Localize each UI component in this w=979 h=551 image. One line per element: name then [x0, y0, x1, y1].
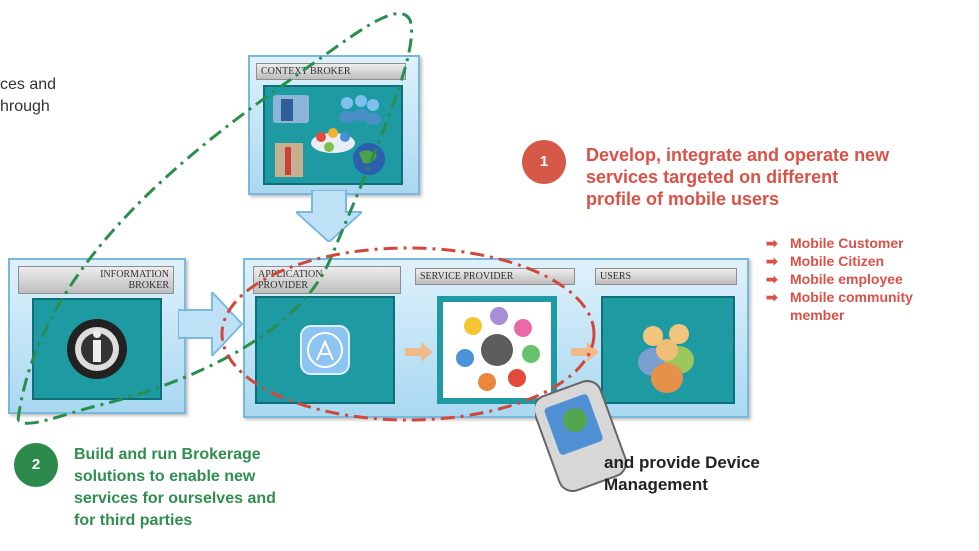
pda-device-icon: [535, 380, 628, 492]
device-line-1: and provide Device: [604, 453, 760, 472]
users-label: USERS: [595, 268, 737, 285]
callout-1-text: Develop, integrate and operate new servi…: [586, 144, 889, 210]
users-icon: [638, 324, 694, 393]
context-broker-tile: [263, 85, 403, 185]
provider-chain-box: APPLICATION PROVIDER SERVICE PROVIDER US…: [243, 258, 749, 418]
right-arrow-icon: [178, 292, 244, 356]
users-tile: [601, 296, 735, 404]
information-logo-icon: [67, 319, 127, 379]
red-dashed-ellipse: [220, 246, 596, 422]
service-provider-tile: [437, 296, 557, 404]
bullet-list: ➡Mobile Customer ➡Mobile Citizen ➡Mobile…: [766, 234, 913, 324]
bullet-item-mobile-employee: ➡Mobile employee: [766, 271, 903, 287]
bullet-item-mobile-community: ➡Mobile community: [766, 289, 913, 305]
application-provider-label: APPLICATION PROVIDER: [253, 266, 401, 294]
intro-text: ces and hrough: [0, 74, 56, 118]
application-provider-label-line-1: APPLICATION: [258, 269, 323, 280]
context-broker-box: CONTEXT BROKER: [248, 55, 420, 195]
callout-1-line-1: Develop, integrate and operate new: [586, 145, 890, 165]
device-management-text: and provide Device Management: [604, 452, 760, 496]
information-broker-label: INFORMATION BROKER: [18, 266, 174, 294]
callout-2-line-4: for third parties: [74, 512, 193, 529]
app-store-icon: [300, 325, 350, 375]
application-provider-label-line-2: PROVIDER: [258, 280, 309, 291]
intro-line-1: ces and: [0, 76, 57, 93]
callout-2-line-3: services for ourselves and: [74, 490, 276, 507]
information-broker-box: INFORMATION BROKER: [8, 258, 186, 414]
callout-1-line-3: profile of mobile users: [586, 189, 780, 209]
information-broker-label-line-2: BROKER: [128, 280, 169, 291]
network-nodes-icon: [311, 128, 355, 153]
phone-shape: [281, 99, 293, 121]
callout-2-line-2: solutions to enable new: [74, 468, 256, 485]
green-dashed-loop: [16, 12, 414, 425]
intro-line-2: hrough: [0, 98, 50, 115]
information-broker-tile: [32, 298, 162, 400]
service-network-icon: [456, 307, 540, 391]
people-group-icon: [339, 95, 381, 125]
callout-2-number: 2: [14, 443, 58, 487]
callout-2-line-1: Build and run Brokerage: [74, 446, 261, 463]
information-broker-label-line-1: INFORMATION: [100, 269, 169, 280]
flow-arrow-1-icon: [405, 342, 433, 362]
callout-2-text: Build and run Brokerage solutions to ena…: [74, 444, 276, 532]
down-arrow-icon: [296, 190, 362, 242]
bullet-item-mobile-citizen: ➡Mobile Citizen: [766, 253, 885, 269]
bullet-item-mobile-customer: ➡Mobile Customer: [766, 235, 904, 251]
thermometer-shape: [285, 147, 291, 175]
device-line-2: Management: [604, 475, 708, 494]
callout-1-number: 1: [522, 140, 566, 184]
application-provider-tile: [255, 296, 395, 404]
context-icons: [273, 95, 385, 177]
callout-1-line-2: services targeted on different: [586, 167, 839, 187]
bullet-item-member: member: [790, 307, 845, 323]
